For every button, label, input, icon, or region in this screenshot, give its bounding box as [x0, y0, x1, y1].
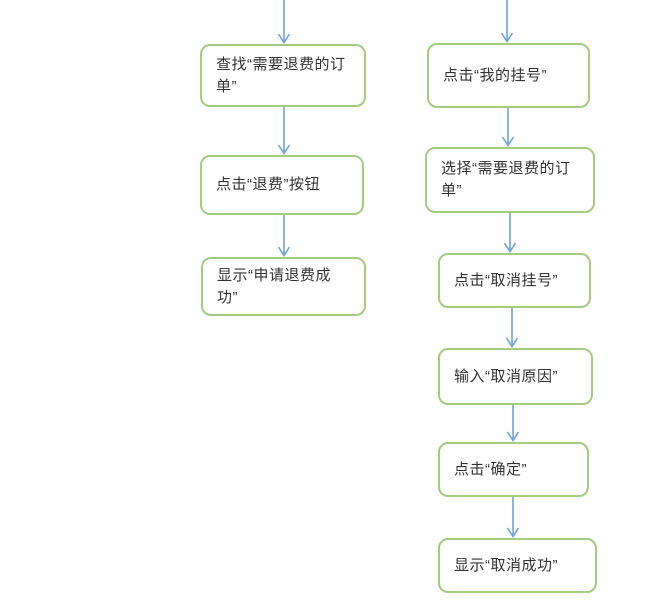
- step-find-refund-order: 查找“需要退费的订 单”: [200, 44, 366, 107]
- arrow-down-icon: [501, 108, 515, 147]
- step-select-refund-order: 选择“需要退费的订 单”: [425, 147, 595, 213]
- arrow-down-icon: [277, 107, 291, 155]
- arrow-down-icon: [277, 0, 291, 44]
- arrow-down-icon: [500, 0, 514, 43]
- arrow-down-icon: [277, 215, 291, 257]
- step-click-cancel-registration: 点击“取消挂号”: [438, 253, 591, 308]
- arrow-down-icon: [506, 497, 520, 538]
- arrow-down-icon: [503, 213, 517, 253]
- arrow-down-icon: [505, 308, 519, 348]
- step-show-cancel-success: 显示“取消成功”: [438, 538, 597, 593]
- step-input-cancel-reason: 输入“取消原因”: [438, 348, 593, 405]
- arrow-down-icon: [506, 405, 520, 442]
- step-show-refund-success: 显示“申请退费成 功”: [201, 257, 366, 316]
- step-click-confirm: 点击“确定”: [438, 442, 589, 497]
- step-click-refund-button: 点击“退费”按钮: [200, 155, 364, 215]
- step-click-my-registration: 点击“我的挂号”: [427, 43, 590, 108]
